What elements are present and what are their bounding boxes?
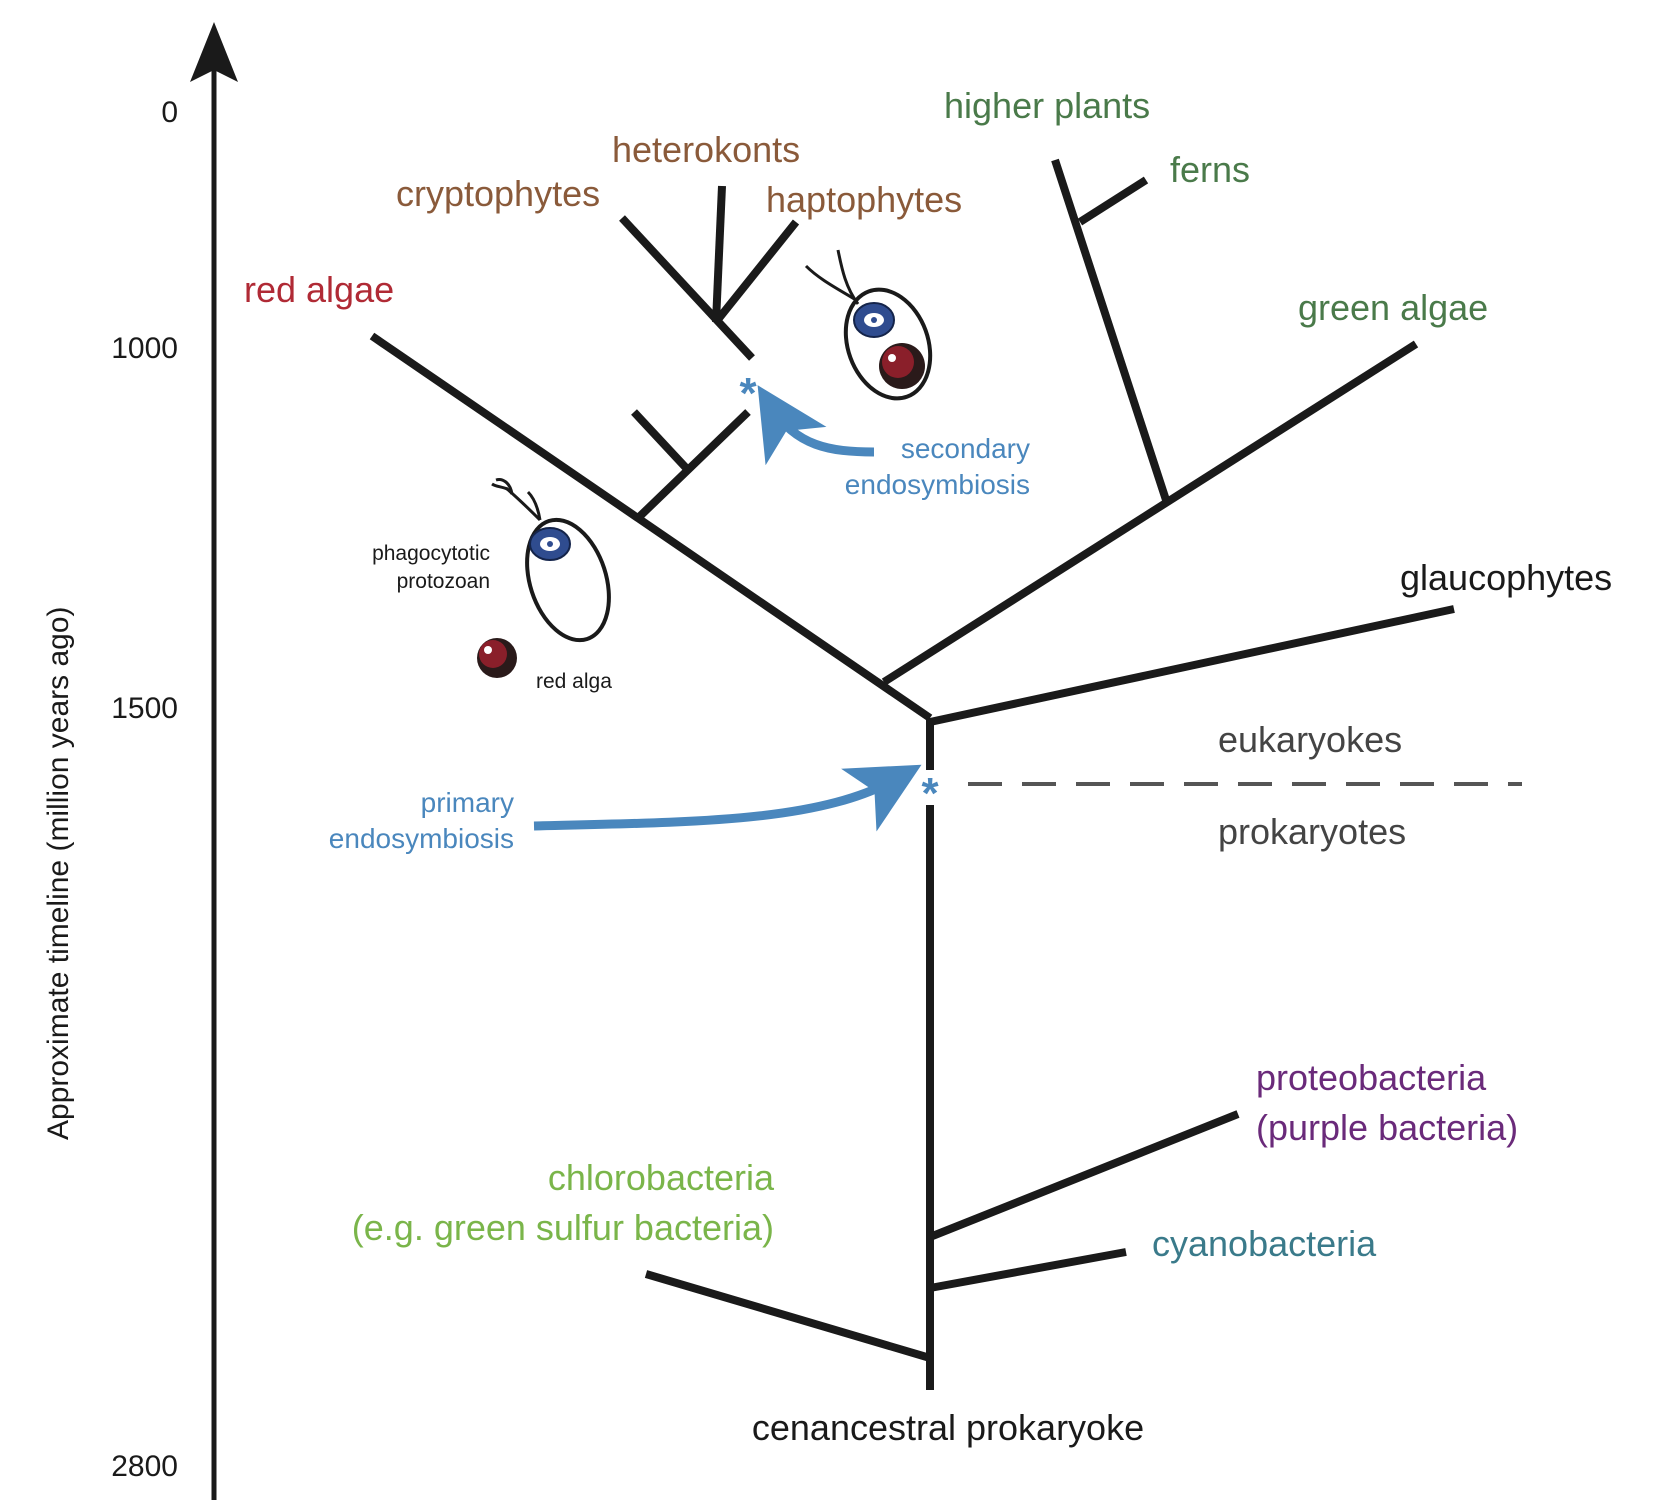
annotations: secondary endosymbiosis primary endosymb… — [329, 433, 1030, 854]
label-prokaryotes: prokaryotes — [1218, 811, 1406, 852]
label-proteobacteria: proteobacteria — [1256, 1057, 1487, 1098]
branch-secondary — [633, 409, 751, 523]
branch-land-plants — [1051, 158, 1170, 502]
secondary-endosymbiosis-line2: endosymbiosis — [845, 469, 1030, 500]
branch-chlorobacteria — [644, 1270, 932, 1362]
label-red-algae: red algae — [244, 269, 394, 310]
red-alga-cell-icon — [477, 638, 517, 678]
primary-arrow-icon — [533, 764, 922, 832]
timeline-axis: Approximate timeline (million years ago)… — [42, 22, 238, 1500]
protozoan-cell-icon — [491, 478, 611, 643]
label-glaucophytes: glaucophytes — [1400, 557, 1612, 598]
axis-arrowhead-icon — [190, 22, 238, 82]
branch-cyanobacteria — [929, 1248, 1127, 1292]
branch-heterokonts — [712, 185, 726, 323]
tick-label-1000: 1000 — [111, 332, 178, 365]
secondary-endosymbiosis-line1: secondary — [901, 433, 1030, 464]
label-root: cenancestral prokaryoke — [752, 1407, 1144, 1448]
label-ferns: ferns — [1170, 149, 1250, 190]
primary-asterisk-icon: * — [921, 769, 939, 818]
branch-haptophytes — [712, 219, 800, 325]
label-eukaryotes: eukaryokes — [1218, 719, 1402, 760]
label-higher-plants: higher plants — [944, 85, 1150, 126]
secondary-arrow-icon — [757, 385, 875, 466]
tree-branches — [369, 158, 1455, 1390]
branch-secondary-side — [631, 409, 691, 473]
label-heterokonts: heterokonts — [612, 129, 800, 170]
label-chlorobacteria: chlorobacteria — [548, 1157, 775, 1198]
tick-label-0: 0 — [161, 96, 178, 129]
branch-cryptophytes — [619, 215, 755, 361]
label-cryptophytes: cryptophytes — [396, 173, 600, 214]
tick-label-1500: 1500 — [111, 692, 178, 725]
branch-red-lineage — [369, 332, 933, 722]
label-chlorobacteria-sub: (e.g. green sulfur bacteria) — [352, 1207, 774, 1248]
label-haptophytes: haptophytes — [766, 179, 962, 220]
label-green-algae: green algae — [1298, 287, 1488, 328]
axis-title: Approximate timeline (million years ago) — [42, 606, 75, 1140]
red-alga-label: red alga — [536, 670, 612, 693]
label-cyanobacteria: cyanobacteria — [1152, 1223, 1377, 1264]
branch-ferns — [1077, 176, 1149, 226]
primary-endosymbiosis-line2: endosymbiosis — [329, 823, 514, 854]
group-labels: higher plants ferns heterokonts cryptoph… — [244, 85, 1612, 1448]
tick-label-2800: 2800 — [111, 1450, 178, 1483]
primary-endosymbiosis-line1: primary — [421, 787, 514, 818]
branch-glaucophytes — [929, 605, 1455, 726]
secondary-asterisk-icon: * — [739, 369, 757, 418]
branch-proteobacteria — [928, 1110, 1240, 1241]
label-proteobacteria-sub: (purple bacteria) — [1256, 1107, 1518, 1148]
branch-green-lineage — [881, 340, 1419, 686]
secondary-cell-icon — [804, 249, 933, 401]
protozoan-label-line1: phagocytotic — [372, 542, 490, 565]
protozoan-label-line2: protozoan — [397, 570, 490, 593]
